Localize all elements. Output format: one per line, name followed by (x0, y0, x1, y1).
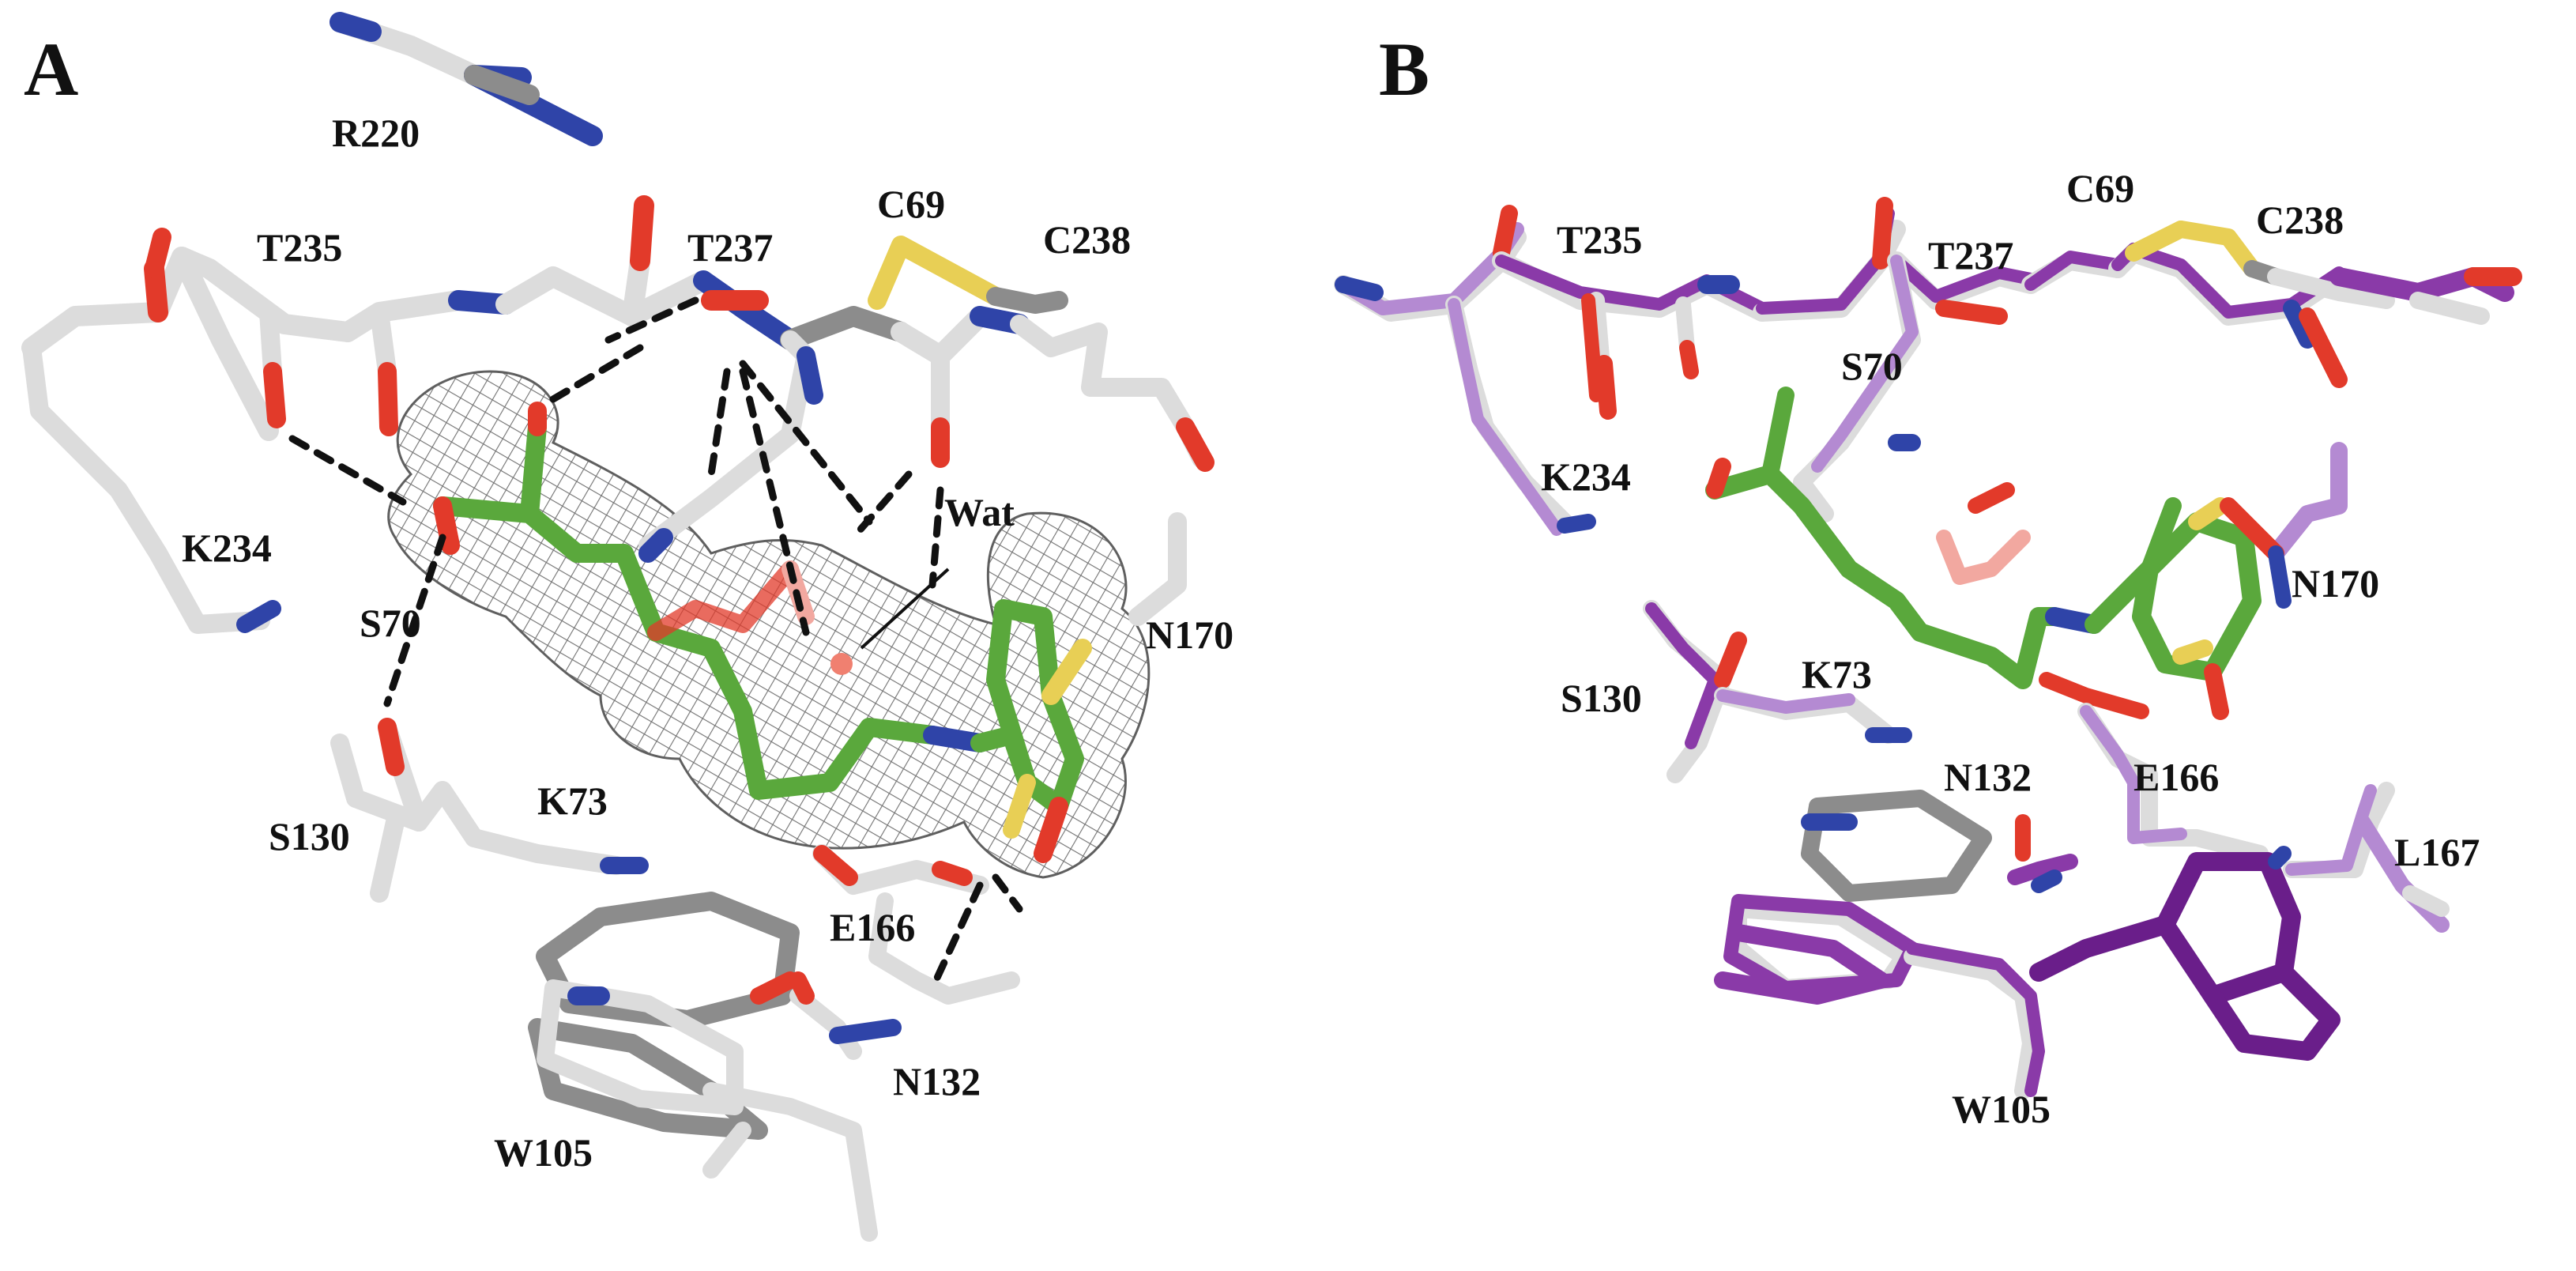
residue-k73-structure-a (465, 828, 649, 875)
residue-l167-structure-b (2283, 782, 2450, 933)
label-k73-b: K73 (1802, 652, 1872, 696)
label-t235-a: T235 (257, 225, 342, 270)
label-s130-b: S130 (1561, 676, 1642, 720)
label-c69-b: C69 (2066, 166, 2134, 210)
label-t237-a: T237 (687, 225, 773, 270)
label-r220-a: R220 (332, 111, 420, 155)
label-t235-b: T235 (1557, 217, 1642, 262)
residue-n170-structure-b (2220, 442, 2348, 609)
label-n170-b: N170 (2292, 561, 2379, 605)
label-w105-b: W105 (1952, 1087, 2051, 1131)
label-e166-b: E166 (2133, 755, 2219, 799)
label-k234-a: K234 (182, 526, 272, 570)
label-s70-a: S70 (360, 601, 421, 645)
label-wat-a: Wat (944, 490, 1015, 534)
hydrogen-bonds-a (288, 296, 1023, 992)
label-c238-a: C238 (1043, 217, 1131, 262)
residue-w105-structure-a (528, 892, 878, 1242)
label-n170-a: N170 (1146, 613, 1233, 657)
residue-k234-structure (22, 338, 281, 634)
label-s70-b: S70 (1841, 344, 1903, 388)
label-n132-a: N132 (893, 1059, 981, 1103)
residue-n132-structure-a (789, 971, 902, 1060)
label-k73-a: K73 (537, 779, 608, 823)
residue-labels-a: R220 T235 T237 C69 C238 K234 S70 Wat N17… (182, 111, 1233, 1175)
residue-s130-structure-b (1643, 600, 1747, 783)
residue-s70-structure-a (638, 346, 823, 563)
label-c238-b: C238 (2256, 198, 2344, 242)
panel-b-letter: B (1379, 27, 1429, 111)
panel-a-letter: A (24, 27, 78, 111)
label-k234-b: K234 (1541, 454, 1631, 499)
residue-labels-b: T235 C69 T237 C238 S70 K234 N170 S130 K7… (1541, 166, 2480, 1131)
label-t237-b: T237 (1928, 233, 2013, 277)
label-e166-a: E166 (830, 905, 915, 949)
label-s130-a: S130 (269, 814, 350, 858)
panel-a: A (21, 12, 1233, 1242)
residue-e166-structure-a (812, 844, 1020, 1005)
residue-k73-structure-b (1714, 687, 1912, 744)
label-c69-a: C69 (877, 182, 945, 226)
residue-s130-structure-a (330, 718, 484, 903)
ligand-structure-b (1705, 387, 2262, 720)
residue-n170-structure-a (1128, 512, 1187, 626)
label-w105-a: W105 (494, 1130, 593, 1175)
backbone-strand-a (21, 195, 1215, 472)
residue-s70-structure-b (1793, 252, 1921, 522)
residue-k234-structure-b (1445, 296, 1596, 536)
residue-w105-structure-b (1714, 790, 2341, 1099)
electron-density-mesh (387, 370, 1151, 879)
residue-e166-structure-b (2039, 672, 2269, 862)
water-molecule (830, 653, 853, 675)
label-l167-b: L167 (2394, 830, 2480, 874)
residue-r220-structure (330, 12, 603, 146)
panel-b: B (1334, 27, 2522, 1131)
label-n132-b: N132 (1944, 755, 2032, 799)
